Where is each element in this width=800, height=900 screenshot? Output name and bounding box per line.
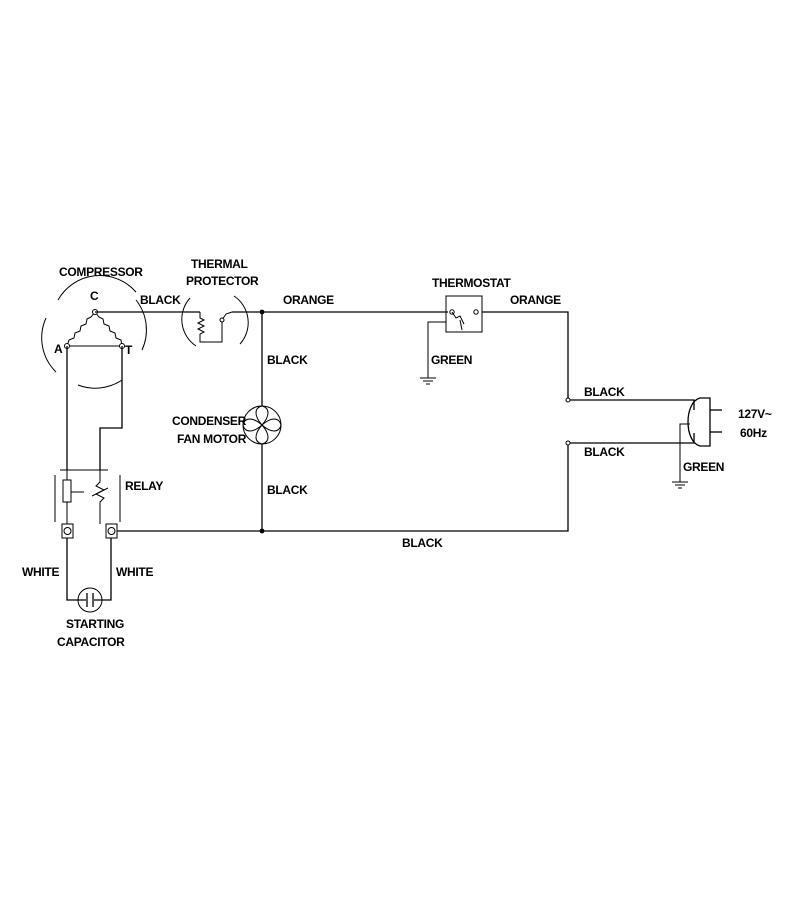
compressor-terminal-t-label: T: [125, 343, 133, 357]
plug-voltage-label: 127V~: [738, 407, 772, 421]
relay-terminal-left-screw: [63, 527, 72, 535]
protector-housing-left: [181, 297, 197, 347]
capacitor-label-2: CAPACITOR: [57, 635, 125, 649]
wire-label-plug-upper: BLACK: [584, 385, 625, 399]
thermostat-terminal-right: [473, 309, 479, 315]
fan-motor-label-2: FAN MOTOR: [177, 432, 247, 446]
wire-label-bottom-return: BLACK: [402, 536, 443, 550]
fan-blade-left: [242, 418, 263, 432]
compressor-housing-top: [57, 275, 137, 301]
wire-relay-left-to-capacitor: [66, 538, 86, 601]
relay-coil: [94, 470, 106, 524]
compressor-housing-left: [41, 317, 57, 373]
protector-label-1: THERMAL: [191, 257, 248, 271]
fan-blade-right: [261, 418, 282, 432]
wire-label-plug-ground: GREEN: [683, 460, 724, 474]
wire-label-relay-right-capacitor: WHITE: [116, 565, 153, 579]
power-plug: [672, 397, 722, 489]
wire-relay-right-to-capacitor: [94, 538, 112, 601]
thermal-protector: [181, 295, 249, 347]
wire-label-fan-lower: BLACK: [267, 483, 308, 497]
thermostat-switch: [451, 311, 465, 331]
thermostat-housing: [445, 295, 483, 333]
protector-housing-right: [233, 295, 249, 345]
starting-capacitor: [77, 587, 103, 613]
thermostat-label: THERMOSTAT: [432, 276, 512, 290]
compressor-label: COMPRESSOR: [59, 265, 143, 279]
relay-coil-arrow: [91, 487, 109, 497]
wire-label-protector-to-thermostat: ORANGE: [283, 293, 334, 307]
thermostat: [420, 295, 483, 385]
compressor-housing-right: [135, 299, 147, 351]
relay-label: RELAY: [125, 479, 163, 493]
plug-ground-lead: [679, 423, 690, 482]
relay-contact-left: [62, 479, 72, 503]
protector-terminal: [219, 317, 225, 323]
wire-label-compressor-to-protector: BLACK: [140, 293, 181, 307]
protector-label-2: PROTECTOR: [186, 274, 259, 288]
compressor-terminal-c-label: C: [90, 289, 99, 303]
wire-plug-lower: [570, 433, 695, 444]
compressor-winding-ca: [66, 311, 96, 347]
wire-plug-upper: [570, 399, 695, 410]
plug-terminal-upper: [565, 397, 571, 403]
capacitor-circle: [77, 587, 103, 613]
protector-heater: [196, 312, 223, 343]
wire-bottom-return: [117, 443, 569, 532]
wire-label-thermostat-to-plug: ORANGE: [510, 293, 561, 307]
thermostat-ground-lead: [427, 321, 446, 378]
plug-terminal-lower: [565, 440, 571, 446]
wire-compressor-t-to-relay: [99, 346, 123, 470]
capacitor-label-1: STARTING: [66, 617, 124, 631]
fan-motor-label-1: CONDENSER: [172, 414, 247, 428]
plug-body: [687, 397, 711, 447]
compressor-winding-ct: [94, 311, 123, 347]
relay: [54, 469, 121, 539]
compressor-housing-bottom: [77, 379, 123, 389]
condenser-fan-motor: [242, 405, 282, 445]
wire-label-plug-lower: BLACK: [584, 445, 625, 459]
relay-terminal-right-screw: [107, 527, 116, 535]
compressor-terminal-a-label: A: [54, 342, 63, 356]
wire-label-fan-upper: BLACK: [267, 353, 308, 367]
plug-frequency-label: 60Hz: [740, 426, 767, 440]
wire-label-relay-left-capacitor: WHITE: [22, 565, 59, 579]
wire-thermostat-to-plug: [482, 311, 569, 400]
fan-blade-top: [255, 405, 269, 426]
wire-label-thermostat-ground: GREEN: [431, 353, 472, 367]
